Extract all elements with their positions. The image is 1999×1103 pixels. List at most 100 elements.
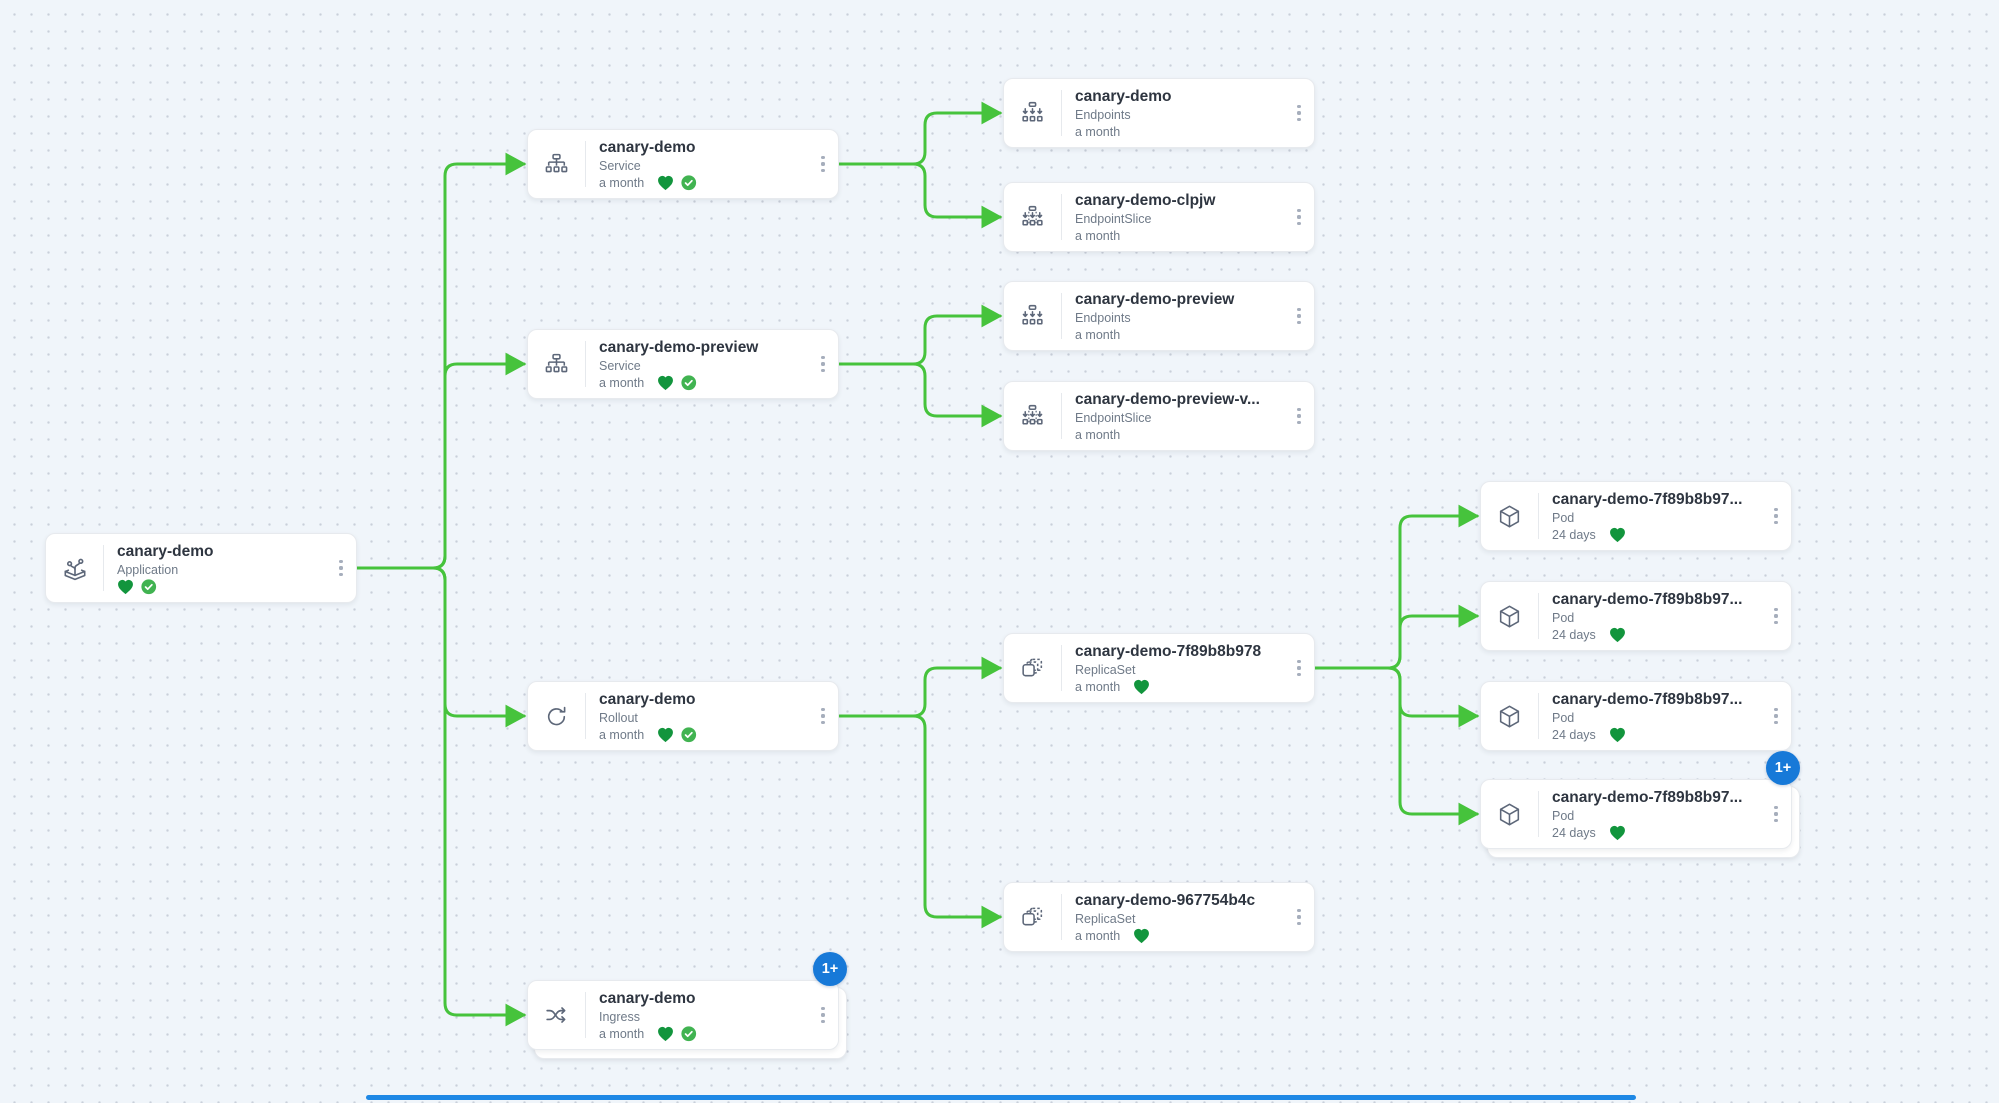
- resource-node-eps2[interactable]: canary-demo-preview-v... EndpointSlice a…: [1003, 381, 1315, 451]
- card-divider: [1061, 90, 1062, 136]
- node-age: a month: [1075, 229, 1121, 243]
- node-age: a month: [1075, 680, 1121, 694]
- card-divider: [1061, 645, 1062, 691]
- service-kind-icon: [528, 330, 585, 398]
- node-menu-button[interactable]: [1761, 482, 1791, 550]
- node-kind: Endpoints: [1075, 108, 1131, 122]
- node-kind: ReplicaSet: [1075, 663, 1136, 677]
- health-heart-icon: [1609, 627, 1625, 643]
- node-menu-button[interactable]: [1284, 183, 1314, 251]
- node-menu-button[interactable]: [1284, 634, 1314, 702]
- endpoints-kind-icon: [1004, 79, 1061, 147]
- resource-node-eps1[interactable]: canary-demo-clpjw EndpointSlice a month: [1003, 182, 1315, 252]
- node-kind: Service: [599, 159, 641, 173]
- card-divider: [1061, 293, 1062, 339]
- node-menu-button[interactable]: [1761, 582, 1791, 650]
- edge-rollout-rs2: [838, 714, 1003, 929]
- resource-node-rs2[interactable]: canary-demo-967754b4c ReplicaSet a month: [1003, 882, 1315, 952]
- node-menu-button[interactable]: [1284, 382, 1314, 450]
- node-title: canary-demo-967754b4c: [1075, 892, 1256, 909]
- resource-node-app[interactable]: canary-demo Application: [45, 533, 357, 603]
- node-menu-button[interactable]: [808, 682, 838, 750]
- node-kind: Pod: [1552, 611, 1575, 625]
- card-divider: [1061, 393, 1062, 439]
- sync-check-icon: [681, 1026, 697, 1042]
- edge-svc2-ep2: [838, 304, 1003, 366]
- health-heart-icon: [1134, 928, 1150, 944]
- group-count-badge[interactable]: 1+: [813, 952, 847, 986]
- node-title: canary-demo-preview-v...: [1075, 391, 1260, 408]
- resource-node-pod2[interactable]: canary-demo-7f89b8b97... Pod 24 days: [1480, 581, 1792, 651]
- node-menu-button[interactable]: [1761, 682, 1791, 750]
- health-heart-icon: [658, 375, 674, 391]
- node-title: canary-demo: [599, 691, 696, 708]
- node-kind: Ingress: [599, 1010, 640, 1024]
- edge-rs1-pod3: [1314, 666, 1480, 728]
- node-title: canary-demo-7f89b8b978: [1075, 643, 1262, 660]
- node-menu-button[interactable]: [1284, 883, 1314, 951]
- node-age: a month: [599, 1027, 645, 1041]
- node-title: canary-demo-7f89b8b97...: [1552, 591, 1743, 608]
- card-divider: [103, 545, 104, 591]
- node-title: canary-demo: [117, 543, 214, 560]
- pod-kind-icon: [1481, 482, 1538, 550]
- node-menu-button[interactable]: [808, 981, 838, 1049]
- resource-node-rollout[interactable]: canary-demo Rollout a month: [527, 681, 839, 751]
- node-title: canary-demo: [599, 139, 696, 156]
- card-divider: [585, 341, 586, 387]
- resource-node-ep1[interactable]: canary-demo Endpoints a month: [1003, 78, 1315, 148]
- edge-rs1-pod4: [1314, 666, 1480, 826]
- node-age: a month: [599, 728, 645, 742]
- node-age: a month: [1075, 328, 1121, 342]
- node-age: 24 days: [1552, 826, 1596, 840]
- node-menu-button[interactable]: [1284, 79, 1314, 147]
- card-divider: [1538, 791, 1539, 837]
- replicaset-kind-icon: [1004, 883, 1061, 951]
- card-divider: [1538, 593, 1539, 639]
- node-menu-button[interactable]: [808, 330, 838, 398]
- group-count-badge[interactable]: 1+: [1766, 751, 1800, 785]
- node-age: 24 days: [1552, 728, 1596, 742]
- node-title: canary-demo-7f89b8b97...: [1552, 691, 1743, 708]
- node-menu-button[interactable]: [1284, 282, 1314, 350]
- edge-svc2-eps2: [838, 362, 1003, 428]
- health-heart-icon: [658, 1026, 674, 1042]
- edge-svc1-ep1: [838, 101, 1003, 166]
- resource-node-svc1[interactable]: canary-demo Service a month: [527, 129, 839, 199]
- node-title: canary-demo: [1075, 88, 1172, 105]
- node-age: a month: [599, 176, 645, 190]
- health-heart-icon: [1609, 527, 1625, 543]
- ingress-kind-icon: [528, 981, 585, 1049]
- node-age: 24 days: [1552, 628, 1596, 642]
- node-age: a month: [1075, 929, 1121, 943]
- node-menu-button[interactable]: [808, 130, 838, 198]
- pod-kind-icon: [1481, 682, 1538, 750]
- edge-svc1-eps1: [838, 162, 1003, 229]
- sync-check-icon: [681, 727, 697, 743]
- resource-node-ep2[interactable]: canary-demo-preview Endpoints a month: [1003, 281, 1315, 351]
- resource-node-pod1[interactable]: canary-demo-7f89b8b97... Pod 24 days: [1480, 481, 1792, 551]
- health-heart-icon: [1609, 825, 1625, 841]
- resource-node-ingress[interactable]: canary-demo Ingress a month 1+: [527, 952, 847, 1059]
- resource-node-pod3[interactable]: canary-demo-7f89b8b97... Pod 24 days: [1480, 681, 1792, 751]
- edge-app-svc1: [356, 152, 527, 570]
- resource-node-pod4[interactable]: canary-demo-7f89b8b97... Pod 24 days 1+: [1480, 751, 1800, 858]
- node-menu-button[interactable]: [326, 534, 356, 602]
- card-divider: [1061, 194, 1062, 240]
- resource-node-rs1[interactable]: canary-demo-7f89b8b978 ReplicaSet a mont…: [1003, 633, 1315, 703]
- sync-check-icon: [681, 375, 697, 391]
- edge-rs1-pod1: [1314, 504, 1480, 670]
- horizontal-scrollbar-thumb[interactable]: [366, 1095, 1636, 1100]
- replicaset-kind-icon: [1004, 634, 1061, 702]
- health-heart-icon: [118, 579, 133, 595]
- health-heart-icon: [658, 175, 674, 191]
- node-menu-button[interactable]: [1761, 780, 1791, 848]
- health-heart-icon: [1134, 679, 1150, 695]
- card-divider: [585, 141, 586, 187]
- application-kind-icon: [46, 534, 103, 602]
- node-title: canary-demo: [599, 990, 696, 1007]
- card-divider: [585, 693, 586, 739]
- resource-node-svc2[interactable]: canary-demo-preview Service a month: [527, 329, 839, 399]
- edge-app-rollout: [356, 566, 527, 728]
